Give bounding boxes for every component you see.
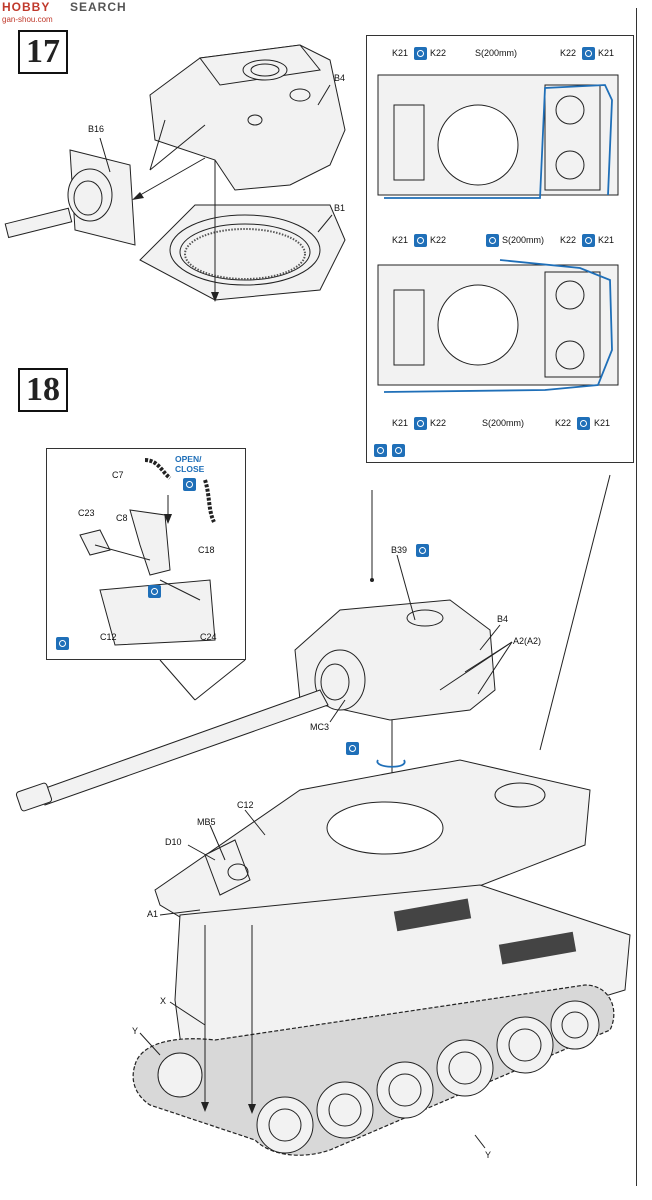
inset-row3-cable: S(200mm) bbox=[482, 418, 525, 428]
brand-logo-left: HOBBY bbox=[2, 0, 51, 14]
glue-icon bbox=[414, 47, 427, 60]
step17-mantlet bbox=[4, 149, 136, 246]
label-y-left: Y bbox=[132, 1026, 139, 1036]
optional-icon bbox=[148, 585, 161, 598]
step17-turret-ring bbox=[139, 204, 346, 301]
label-y-bottom: Y bbox=[485, 1150, 492, 1160]
glue-icon bbox=[414, 417, 427, 430]
label-b1: B1 bbox=[334, 203, 346, 213]
label-a2: A2(A2) bbox=[513, 636, 542, 646]
label-b4-step17: B4 bbox=[334, 73, 346, 83]
inset-hatch-parts bbox=[79, 458, 216, 646]
cement-icon bbox=[374, 444, 387, 457]
inset-row2-k22-right: K22 bbox=[560, 235, 577, 245]
step-18-number: 18 bbox=[18, 368, 68, 412]
inset-row1-k21-left: K21 bbox=[392, 48, 409, 58]
site-url: gan-shou.com bbox=[2, 15, 53, 24]
step-17-number: 17 bbox=[18, 30, 68, 74]
optional-icon bbox=[346, 742, 359, 755]
step18-turret bbox=[294, 599, 496, 721]
brand-logo-right: SEARCH bbox=[70, 0, 127, 14]
label-c8: C8 bbox=[116, 513, 128, 523]
label-c18: C18 bbox=[198, 545, 215, 555]
glue-icon bbox=[414, 234, 427, 247]
inset-row2-k21-left: K21 bbox=[392, 235, 409, 245]
glue-icon bbox=[392, 444, 405, 457]
glue-icon bbox=[416, 544, 429, 557]
inset-row1-k22-left: K22 bbox=[430, 48, 447, 58]
inset-row1-k21-right: K21 bbox=[598, 48, 615, 58]
inset-row1-k22-right: K22 bbox=[560, 48, 577, 58]
cement-icon bbox=[56, 637, 69, 650]
watermark-header: HOBBY SEARCH gan-shou.com bbox=[0, 0, 652, 24]
glue-icon bbox=[582, 234, 595, 247]
label-b16: B16 bbox=[88, 124, 105, 134]
label-b4-step18: B4 bbox=[497, 614, 509, 624]
glue-icon bbox=[486, 234, 499, 247]
label-mb5: MB5 bbox=[197, 817, 216, 827]
inset-row2-cable: S(200mm) bbox=[502, 235, 545, 245]
open-close-note: OPEN/ CLOSE bbox=[175, 454, 205, 474]
glue-icon bbox=[577, 417, 590, 430]
page-frame bbox=[8, 8, 637, 1186]
label-mc3: MC3 bbox=[310, 722, 330, 732]
label-x: X bbox=[160, 996, 167, 1006]
label-c23: C23 bbox=[78, 508, 95, 518]
label-c12-inset: C12 bbox=[100, 632, 117, 642]
inset-cable-routing bbox=[366, 35, 634, 463]
inset-row3-k22-right: K22 bbox=[555, 418, 572, 428]
label-b39: B39 bbox=[391, 545, 408, 555]
label-a1: A1 bbox=[147, 909, 159, 919]
label-d10: D10 bbox=[165, 837, 182, 847]
inset-cable-hull-2 bbox=[377, 259, 619, 393]
glue-icon bbox=[582, 47, 595, 60]
step18-tracks bbox=[132, 984, 615, 1156]
step17-turret bbox=[149, 44, 346, 191]
label-c24: C24 bbox=[200, 632, 217, 642]
inset-row3-k21-left: K21 bbox=[392, 418, 409, 428]
inset-row2-k22-left: K22 bbox=[430, 235, 447, 245]
inset-row2-k21-right: K21 bbox=[598, 235, 615, 245]
inset-row3-k21-right: K21 bbox=[594, 418, 611, 428]
inset-hatch-detail bbox=[46, 448, 246, 660]
label-c7: C7 bbox=[112, 470, 124, 480]
movable-icon bbox=[183, 478, 196, 491]
step18-gun-barrel bbox=[15, 689, 329, 812]
label-c12-main: C12 bbox=[237, 800, 254, 810]
inset-row1-cable: S(200mm) bbox=[475, 48, 518, 58]
inset-cable-hull-1 bbox=[377, 74, 619, 199]
inset-row3-k22-left: K22 bbox=[430, 418, 447, 428]
